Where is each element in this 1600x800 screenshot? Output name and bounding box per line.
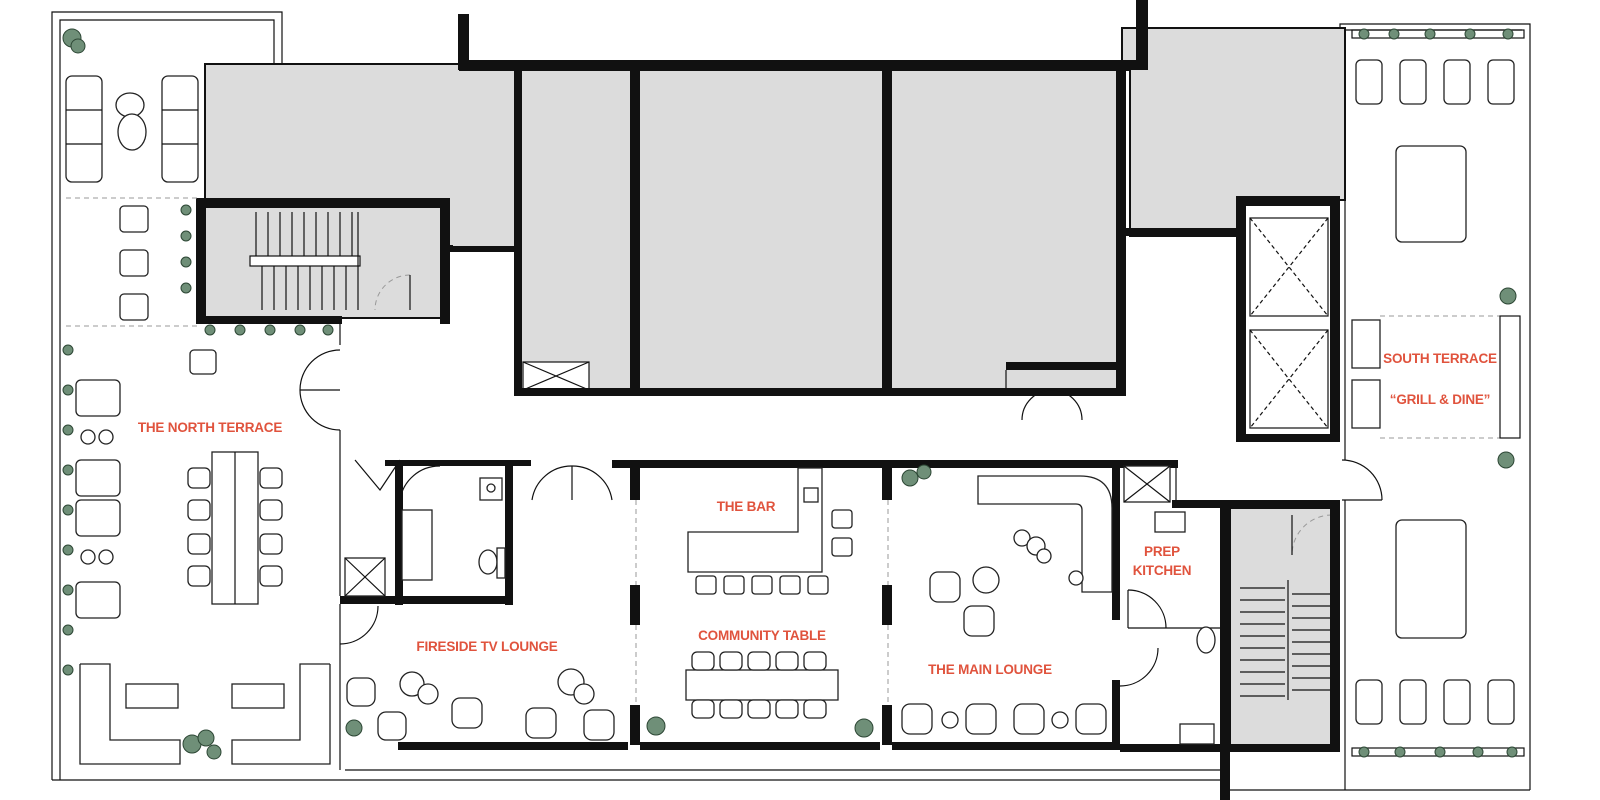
doors-partitions xyxy=(66,197,1521,770)
room-labels: THE NORTH TERRACE FIRESIDE TV LOUNGE THE… xyxy=(138,351,1497,677)
label-south-terrace-line1: SOUTH TERRACE xyxy=(1383,351,1497,366)
label-community-table: COMMUNITY TABLE xyxy=(698,628,826,643)
walls xyxy=(196,0,1340,800)
restroom xyxy=(344,477,1216,745)
label-fireside-tv-lounge: FIRESIDE TV LOUNGE xyxy=(416,639,557,654)
label-the-main-lounge: THE MAIN LOUNGE xyxy=(928,662,1052,677)
north-terrace-furniture xyxy=(65,75,331,765)
south-stair xyxy=(1229,507,1339,749)
south-terrace-furniture xyxy=(1351,29,1525,757)
label-prep-kitchen-line1: PREP xyxy=(1144,544,1180,559)
north-stair xyxy=(204,203,446,319)
bar-furniture xyxy=(687,467,853,595)
label-prep-kitchen-line2: KITCHEN xyxy=(1133,563,1192,578)
community-table-furniture xyxy=(685,651,839,719)
planting xyxy=(62,28,1518,760)
label-south-terrace-line2: “GRILL & DINE” xyxy=(1390,392,1490,407)
fireside-furniture xyxy=(346,668,615,741)
main-lounge-furniture xyxy=(901,475,1113,735)
label-north-terrace: THE NORTH TERRACE xyxy=(138,420,283,435)
label-the-bar: THE BAR xyxy=(717,499,776,514)
